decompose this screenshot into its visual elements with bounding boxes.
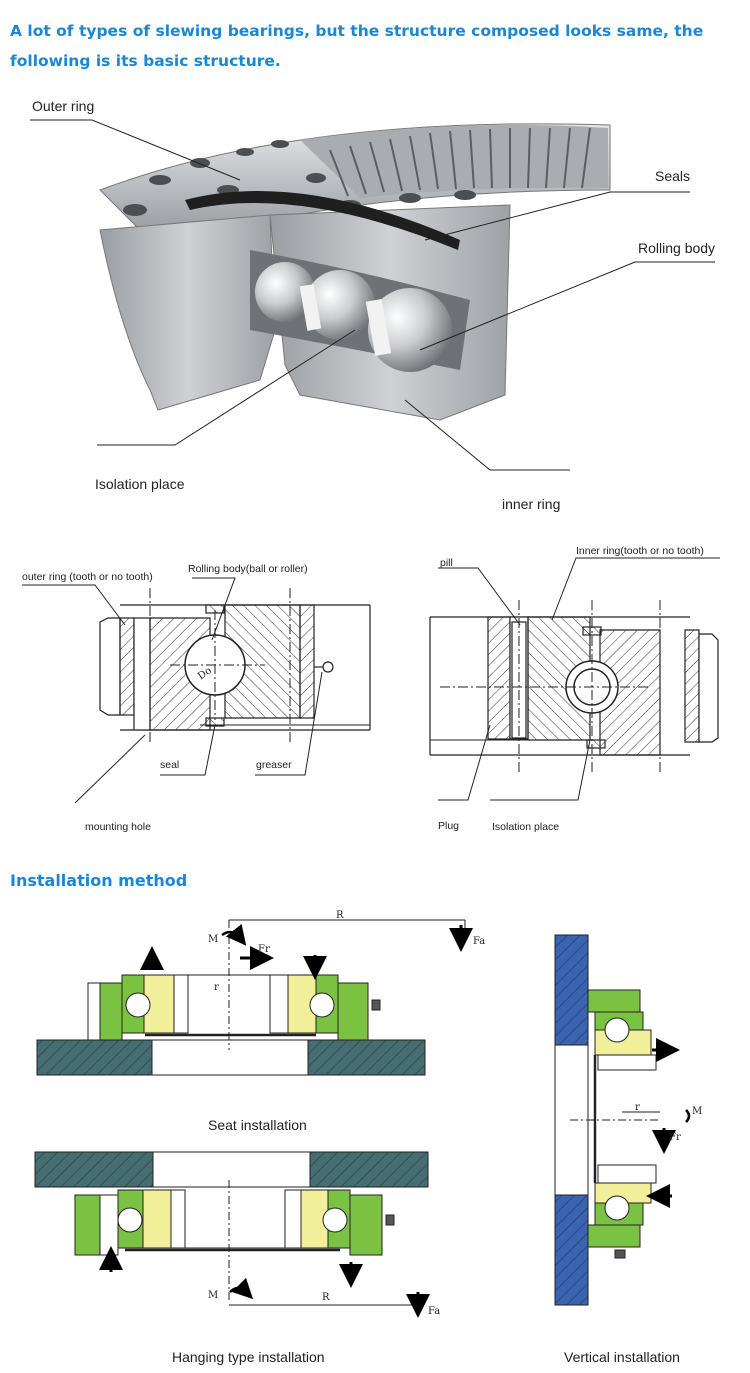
vertical-M: M: [692, 1106, 702, 1117]
label-isolation-place-section: Isolation place: [492, 821, 559, 833]
seat-Fr: Fr: [258, 944, 270, 955]
left-leaders: [22, 577, 323, 804]
seat-load-arrows: [140, 925, 473, 980]
label-seal: seal: [160, 759, 179, 771]
right-cross-section: [429, 616, 719, 756]
hanging-load-arrows: [99, 1246, 430, 1318]
hanging-R: R: [322, 1292, 330, 1303]
seat-Fa: Fa: [473, 936, 485, 947]
hanging-moment-arrow: [229, 1277, 254, 1300]
hanging-installation-diagram: [34, 1151, 429, 1256]
label-inner-ring: inner ring: [502, 496, 560, 512]
vertical-r: r: [635, 1102, 640, 1113]
installation-method-heading: Installation method: [10, 871, 188, 890]
label-rolling-body-ball: Rolling body(ball or roller): [188, 563, 308, 575]
label-isolation-place: Isolation place: [95, 476, 185, 492]
label-outer-ring: Outer ring: [32, 98, 94, 114]
seat-installation-diagram: [36, 974, 426, 1076]
vertical-Fr: Fr: [669, 1132, 681, 1143]
hanging-M: M: [208, 1290, 218, 1301]
label-pill: pill: [440, 557, 453, 569]
seat-r: r: [214, 982, 219, 993]
seat-M: M: [208, 934, 218, 945]
hanging-Fa: Fa: [428, 1306, 440, 1317]
seat-caption: Seat installation: [208, 1117, 307, 1133]
intro-heading: A lot of types of slewing bearings, but …: [10, 22, 704, 70]
vertical-caption: Vertical installation: [564, 1349, 680, 1365]
label-rolling-body: Rolling body: [638, 240, 715, 256]
label-greaser: greaser: [256, 759, 292, 771]
seat-moment-arrow: [221, 923, 247, 946]
right-leaders: [438, 557, 720, 801]
label-outer-ring-tooth: outer ring (tooth or no tooth): [22, 571, 153, 583]
hanging-caption: Hanging type installation: [172, 1349, 325, 1365]
bearing-cutaway-illustration: [99, 123, 611, 421]
label-mounting-hole: mounting hole: [85, 821, 151, 833]
left-cross-section: [99, 604, 371, 731]
label-plug: Plug: [438, 820, 459, 832]
label-inner-ring-tooth: Inner ring(tooth or no tooth): [576, 545, 704, 557]
illustration-leaders: [30, 119, 715, 471]
vertical-load-arrows: [646, 1038, 680, 1208]
label-seals: Seals: [655, 168, 690, 184]
vertical-moment-arrow: [685, 1109, 691, 1123]
seat-R: R: [336, 910, 344, 921]
